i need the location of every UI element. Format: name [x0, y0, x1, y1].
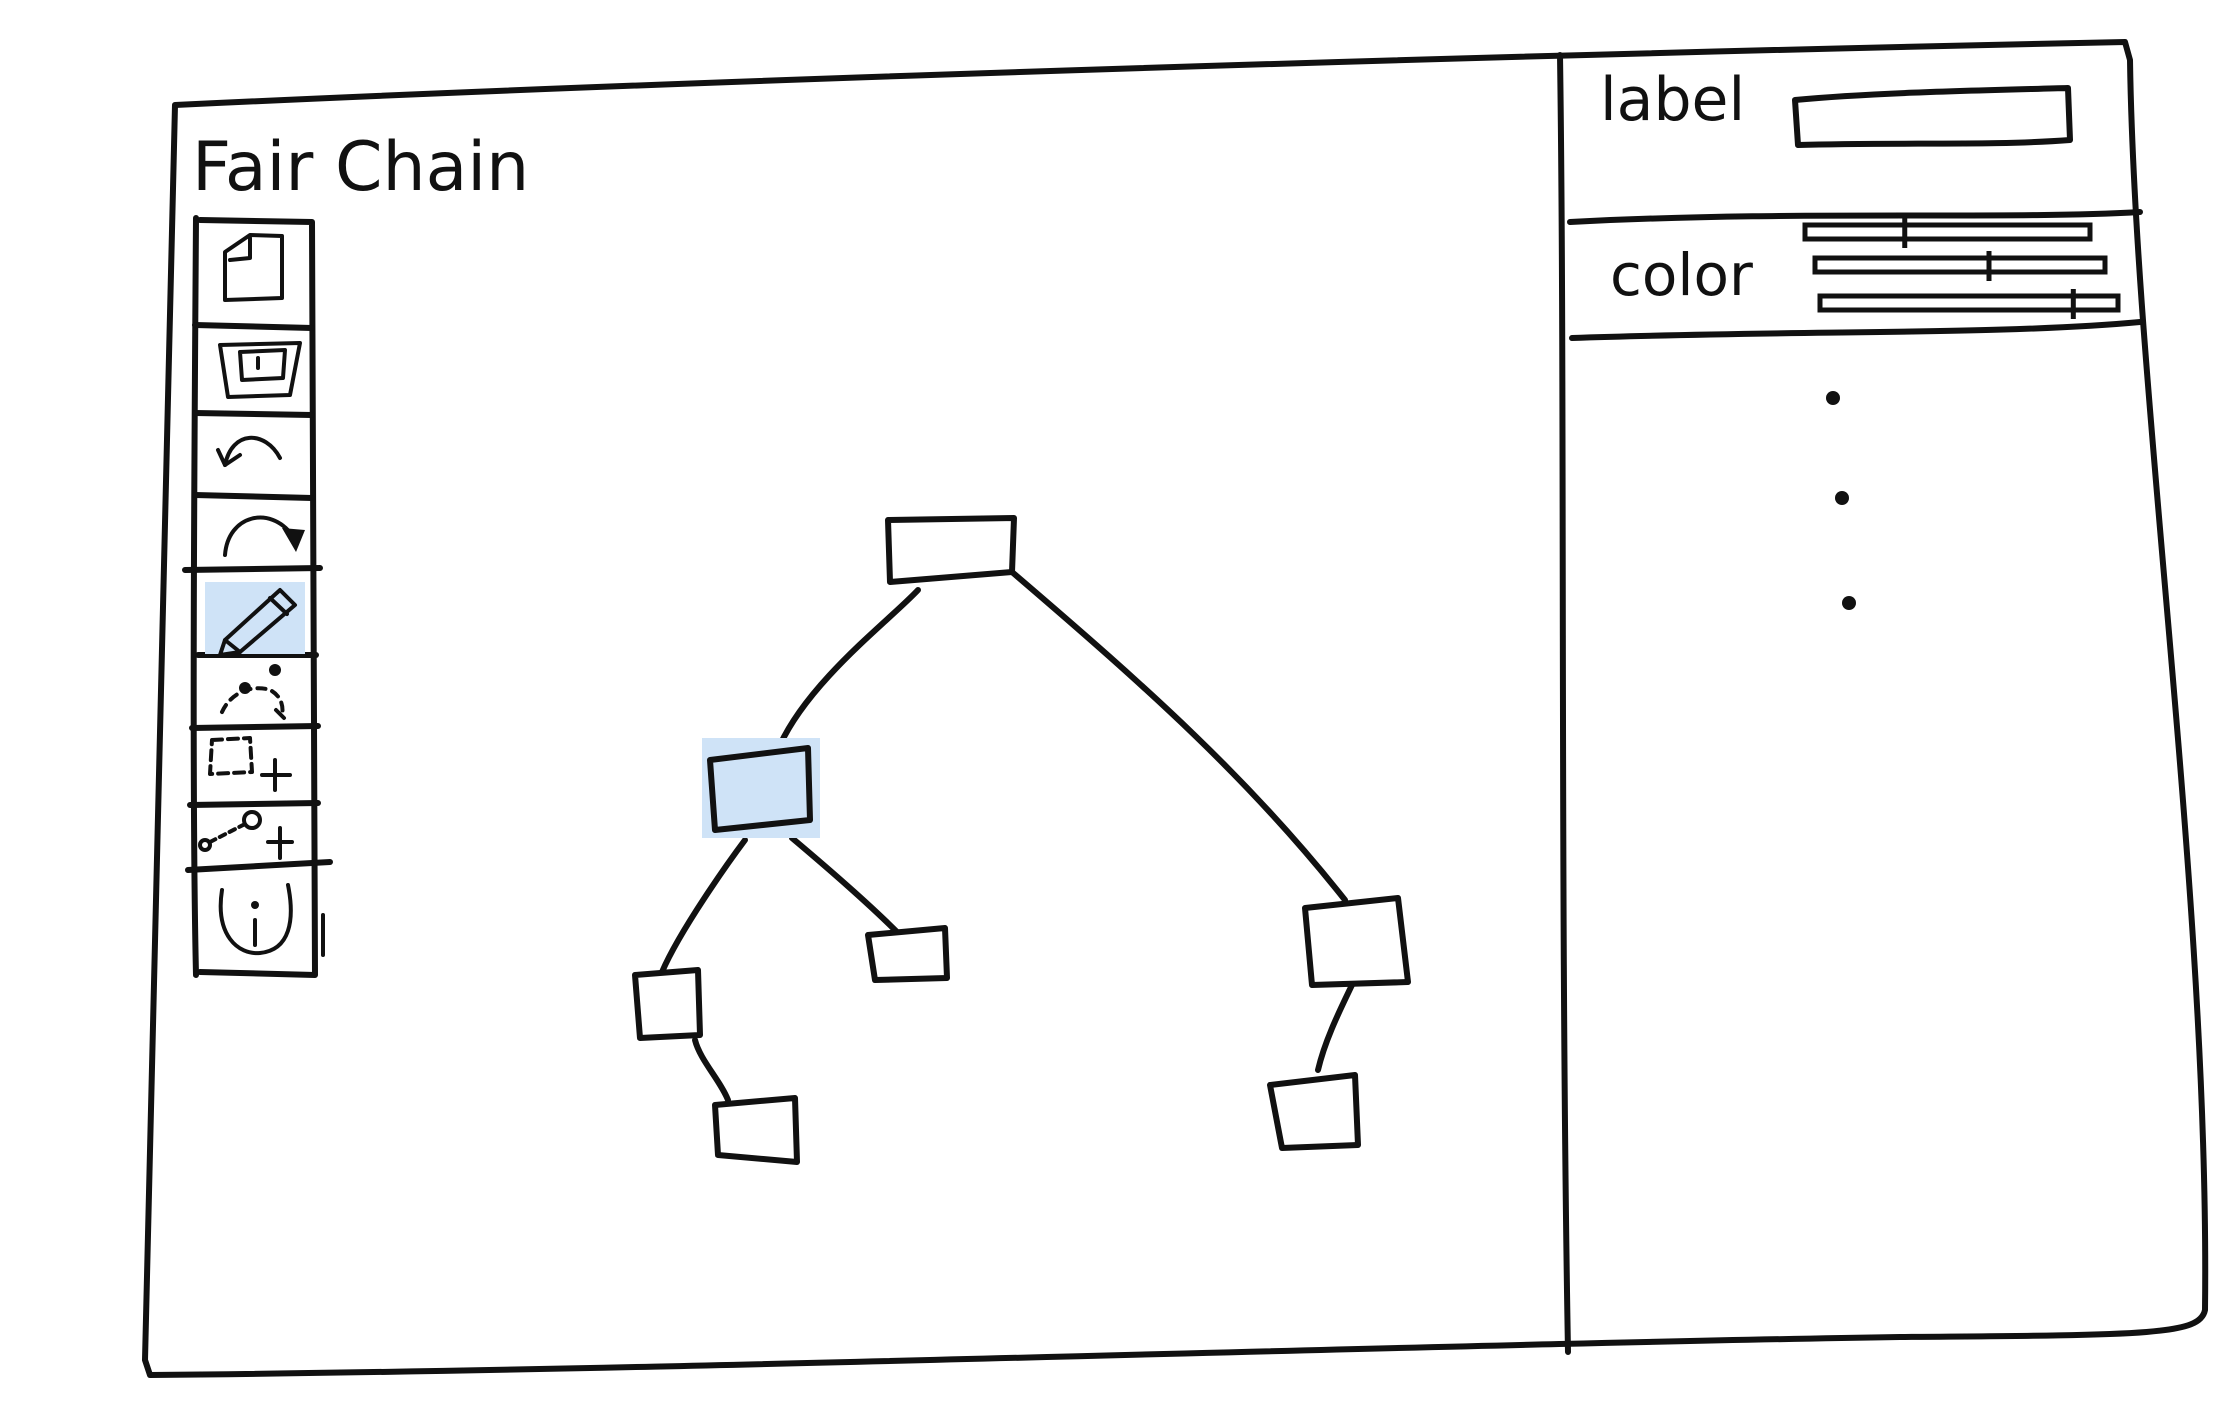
- toolbar-button-redo[interactable]: [223, 515, 305, 557]
- label-input[interactable]: [1792, 85, 2073, 148]
- tree-node-leaf[interactable]: [865, 925, 950, 983]
- toolbar-button-connect[interactable]: [220, 664, 286, 720]
- tree-node-leaf[interactable]: [1267, 1072, 1361, 1151]
- window-frame: [142, 39, 2209, 1378]
- toolbar-button-draw[interactable]: [205, 582, 305, 657]
- toolbar-button-undo[interactable]: [216, 435, 282, 467]
- color-slider[interactable]: [1802, 218, 2093, 248]
- tree-node-selected[interactable]: [702, 738, 820, 838]
- edge: [1009, 569, 1348, 903]
- toolbar-button-open[interactable]: [218, 341, 302, 399]
- redo-icon: [223, 515, 305, 557]
- new-document-icon: [223, 233, 284, 302]
- tree-node-leaf[interactable]: [632, 967, 703, 1041]
- color-sliders: [1802, 218, 2121, 319]
- properties-panel-divider: [1557, 52, 1571, 1355]
- pencil-icon: [218, 588, 297, 657]
- tree-node-leaf[interactable]: [712, 1095, 800, 1165]
- tree-node-root[interactable]: [885, 515, 1017, 585]
- app-title: Fair Chain: [192, 128, 529, 207]
- edge: [659, 837, 748, 975]
- edge: [789, 835, 900, 935]
- edge: [1315, 982, 1355, 1073]
- toolbar-button-add-node[interactable]: [208, 736, 292, 792]
- properties-section-divider-1: [1567, 209, 2143, 225]
- add-node-icon: [208, 736, 292, 792]
- color-caption: color: [1610, 241, 1753, 309]
- open-folder-icon: [218, 341, 302, 399]
- toolbar-button-new[interactable]: [223, 233, 284, 302]
- toolbar-button-info[interactable]: [218, 883, 325, 957]
- toolbar-button-add-edge[interactable]: [198, 810, 294, 860]
- slider-track: [1817, 293, 2121, 313]
- color-slider[interactable]: [1812, 251, 2108, 281]
- properties-section-divider-2: [1569, 319, 2143, 341]
- connect-icon: [220, 664, 286, 720]
- label-caption: label: [1600, 65, 1745, 135]
- tree-edges: [659, 569, 1355, 1103]
- toolbar: [182, 215, 333, 978]
- more-indicator: [1826, 391, 1856, 610]
- tree-node[interactable]: [1302, 895, 1411, 988]
- slider-track: [1812, 255, 2108, 275]
- edge: [692, 1037, 731, 1103]
- edge: [777, 587, 921, 748]
- add-edge-icon: [198, 810, 294, 860]
- undo-icon: [216, 435, 282, 467]
- info-icon: [218, 883, 325, 957]
- slider-track: [1802, 222, 2093, 242]
- color-slider[interactable]: [1817, 289, 2121, 319]
